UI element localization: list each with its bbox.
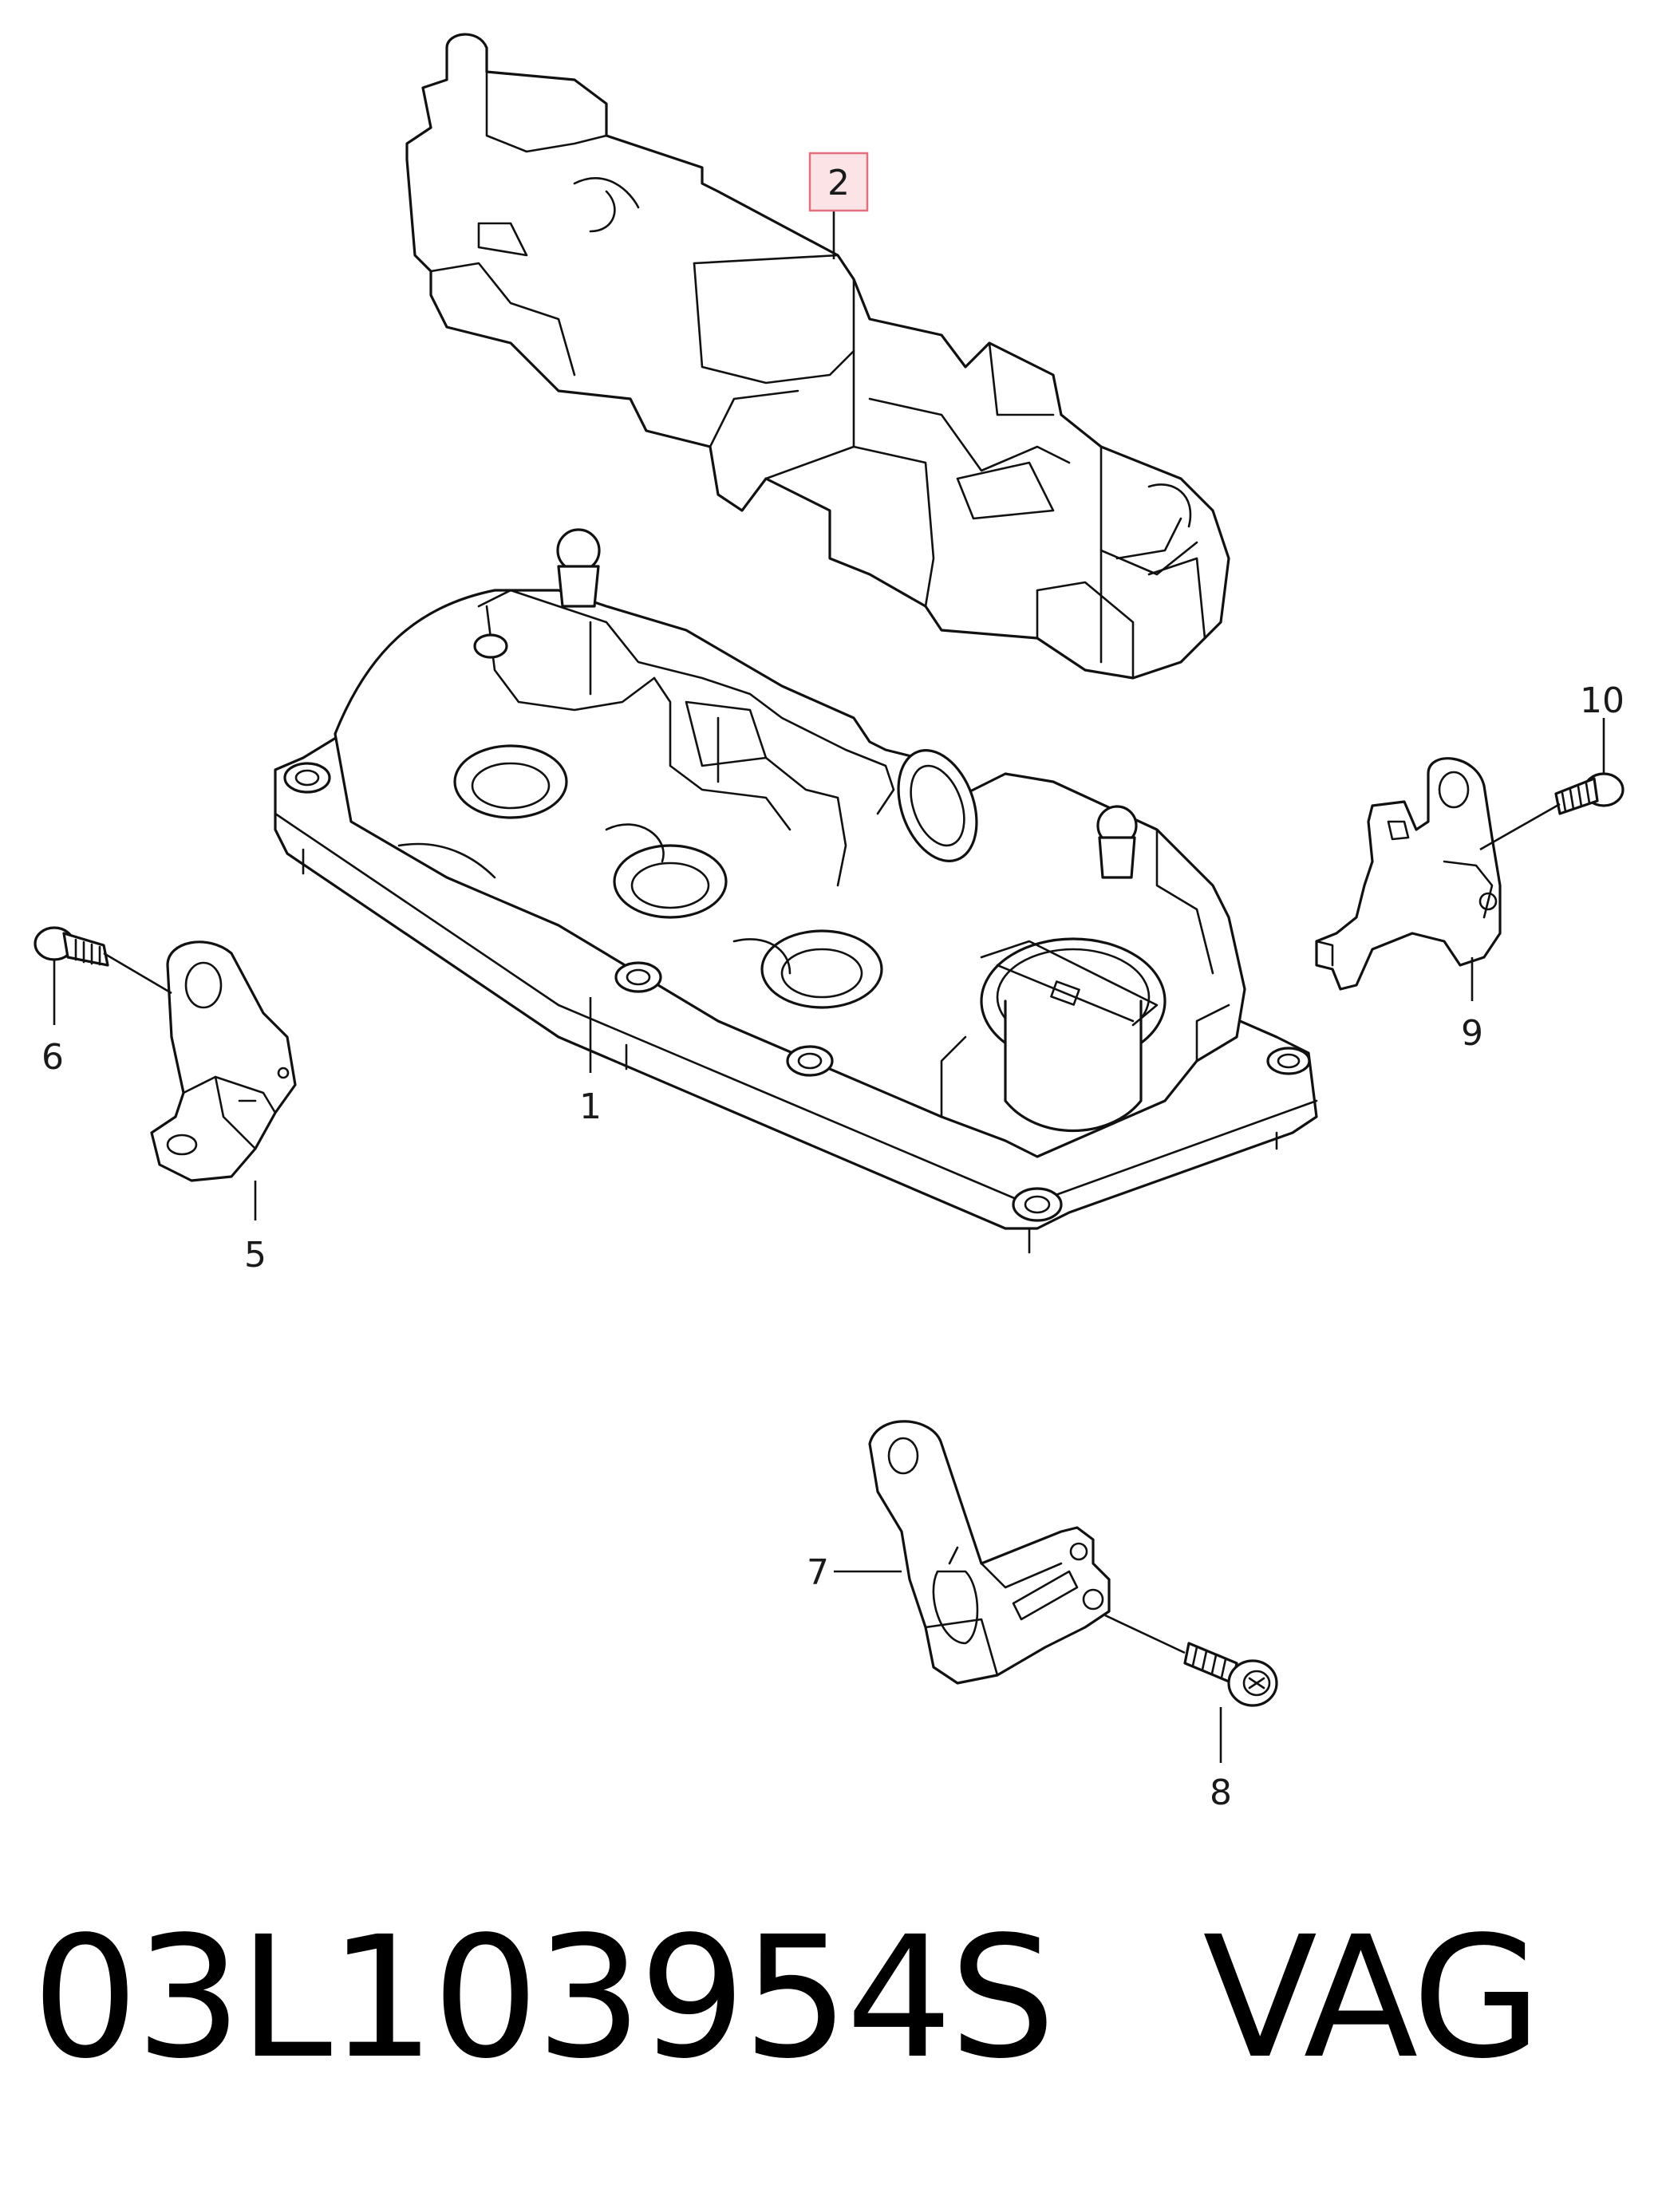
part-9-bracket	[1315, 757, 1502, 991]
leader-10b	[1479, 802, 1561, 851]
leader-6b	[103, 952, 172, 995]
callout-2-highlight	[808, 152, 869, 212]
callout-2[interactable]: 2	[827, 163, 850, 203]
leader-lines	[53, 211, 1605, 1763]
callout-8[interactable]: 8	[1210, 1772, 1232, 1813]
part-10-bolt	[1554, 772, 1624, 815]
part-6-bolt	[34, 926, 109, 967]
part-number-caption: 03L103954S VAG	[32, 1900, 1542, 2096]
callout-9[interactable]: 9	[1461, 1013, 1483, 1054]
part-7-bracket	[868, 1420, 1111, 1685]
callouts: 2 1 5 6 7 8 9 10	[41, 152, 1624, 1813]
callout-1[interactable]: 1	[579, 1086, 602, 1127]
callout-10[interactable]: 10	[1580, 680, 1624, 721]
leader-8b	[1104, 1614, 1186, 1654]
part-2-baffle-insert	[405, 33, 1230, 680]
part-5-bracket	[150, 940, 297, 1182]
callout-5[interactable]: 5	[244, 1235, 266, 1276]
callout-6[interactable]: 6	[41, 1037, 64, 1078]
part-1-cylinder-head-cover	[274, 528, 1318, 1254]
part-8-torx-bolt	[1183, 1642, 1278, 1707]
callout-7[interactable]: 7	[807, 1552, 829, 1593]
